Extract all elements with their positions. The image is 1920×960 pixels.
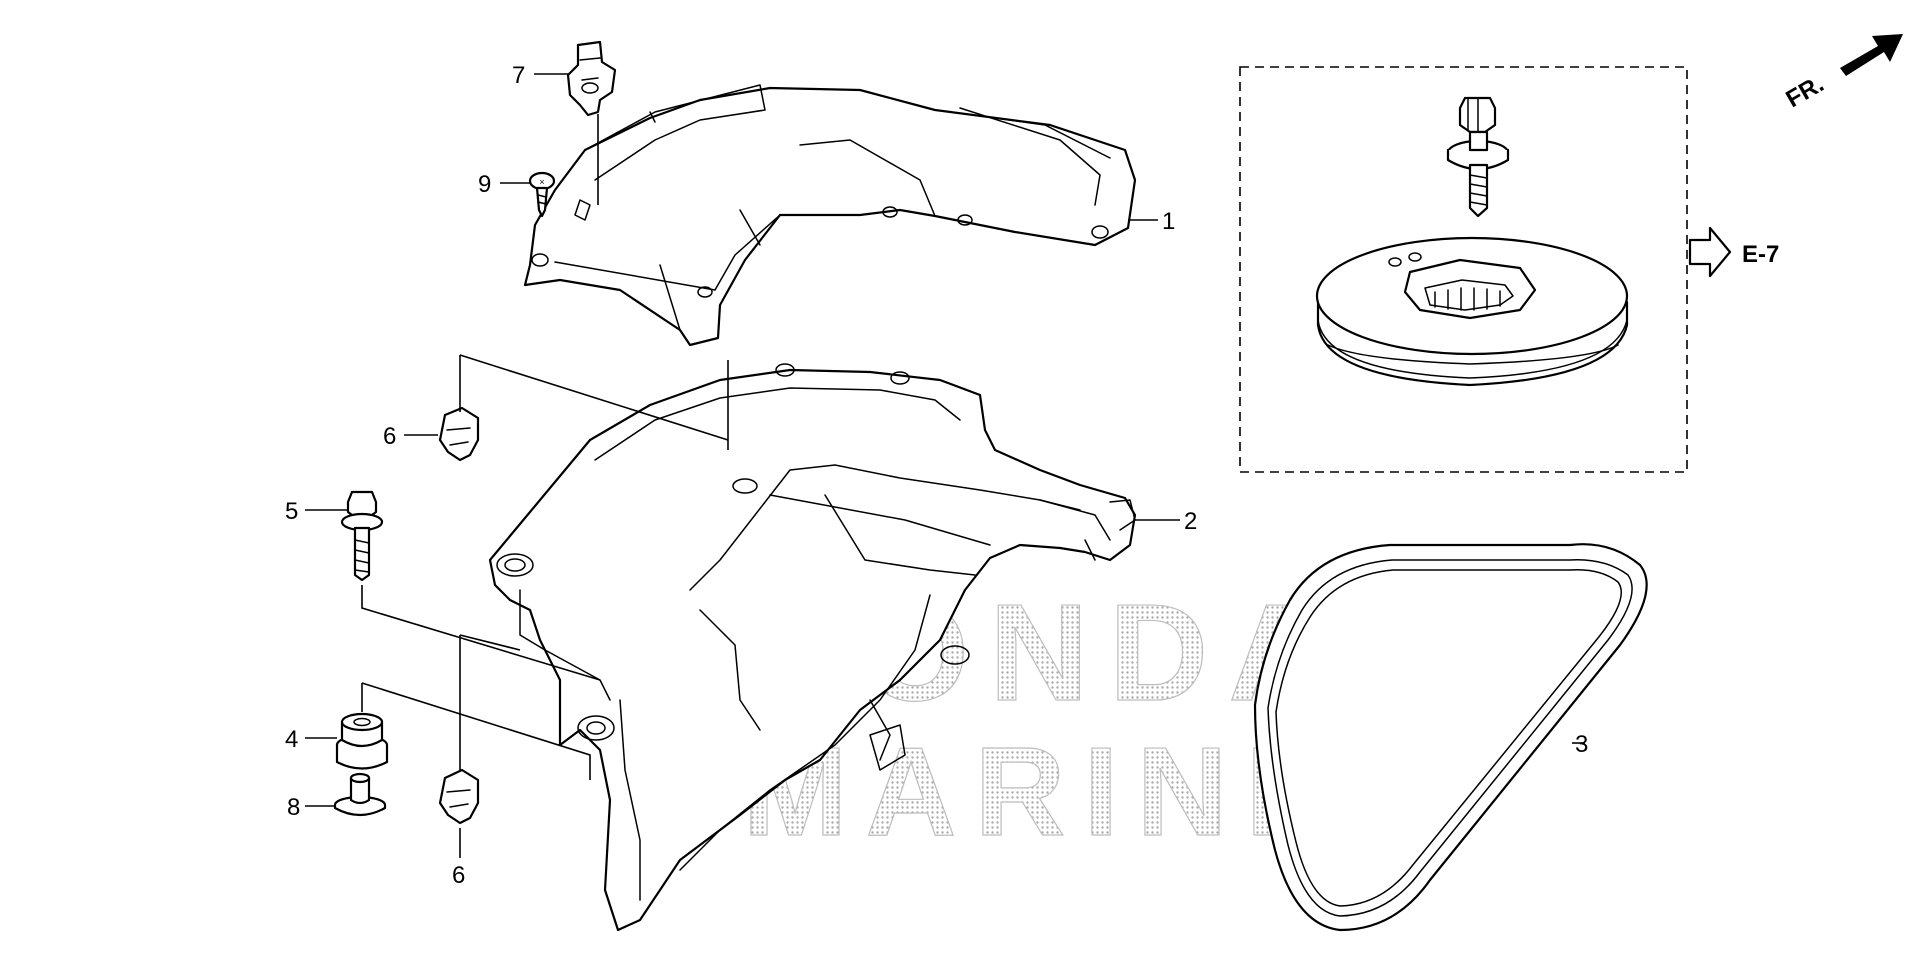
callouts: 1 2 3 4 5 6 6 7 8 9	[285, 62, 1588, 889]
part-4-grommet[interactable]	[335, 712, 389, 770]
callout-1[interactable]: 1	[1162, 208, 1175, 235]
callout-6-upper[interactable]: 6	[383, 423, 396, 450]
front-label: FR.	[1782, 70, 1829, 113]
reference-arrow-e7[interactable]: E-7	[1688, 226, 1779, 278]
svg-text:×: ×	[539, 177, 544, 187]
pulley-kit-group[interactable]	[1239, 66, 1688, 473]
part-6-clip-lower[interactable]	[438, 768, 480, 825]
watermark: HONDA MARINE	[741, 575, 1348, 862]
callout-9[interactable]: 9	[478, 171, 491, 198]
watermark-line2: MARINE	[743, 721, 1348, 862]
pulley-kit-box	[1239, 66, 1688, 473]
leader-lines	[305, 73, 1585, 858]
callout-4[interactable]: 4	[285, 726, 298, 753]
callout-8[interactable]: 8	[287, 794, 300, 821]
hollow-arrow-icon	[1688, 226, 1732, 278]
part-8-collar[interactable]	[333, 772, 387, 817]
pulley-bolt	[1446, 96, 1510, 218]
front-direction-indicator: FR.	[1782, 34, 1903, 113]
pulley	[1315, 236, 1629, 387]
part-1-upper-cover[interactable]	[523, 84, 1137, 347]
part-3-belt[interactable]	[1253, 543, 1648, 932]
part-2-lower-cover[interactable]	[488, 363, 1137, 932]
part-6-clip-upper[interactable]	[438, 406, 480, 462]
callout-6-lower[interactable]: 6	[452, 862, 465, 889]
reference-label: E-7	[1742, 241, 1779, 268]
callout-7[interactable]: 7	[512, 62, 525, 89]
front-arrow-icon	[1840, 34, 1903, 76]
part-9-screw[interactable]: ×	[528, 171, 556, 218]
part-5-bolt[interactable]	[340, 490, 384, 582]
callout-5[interactable]: 5	[285, 498, 298, 525]
callout-2[interactable]: 2	[1184, 508, 1197, 535]
part-7-clip[interactable]	[566, 40, 617, 117]
callout-3[interactable]: 3	[1575, 731, 1588, 758]
